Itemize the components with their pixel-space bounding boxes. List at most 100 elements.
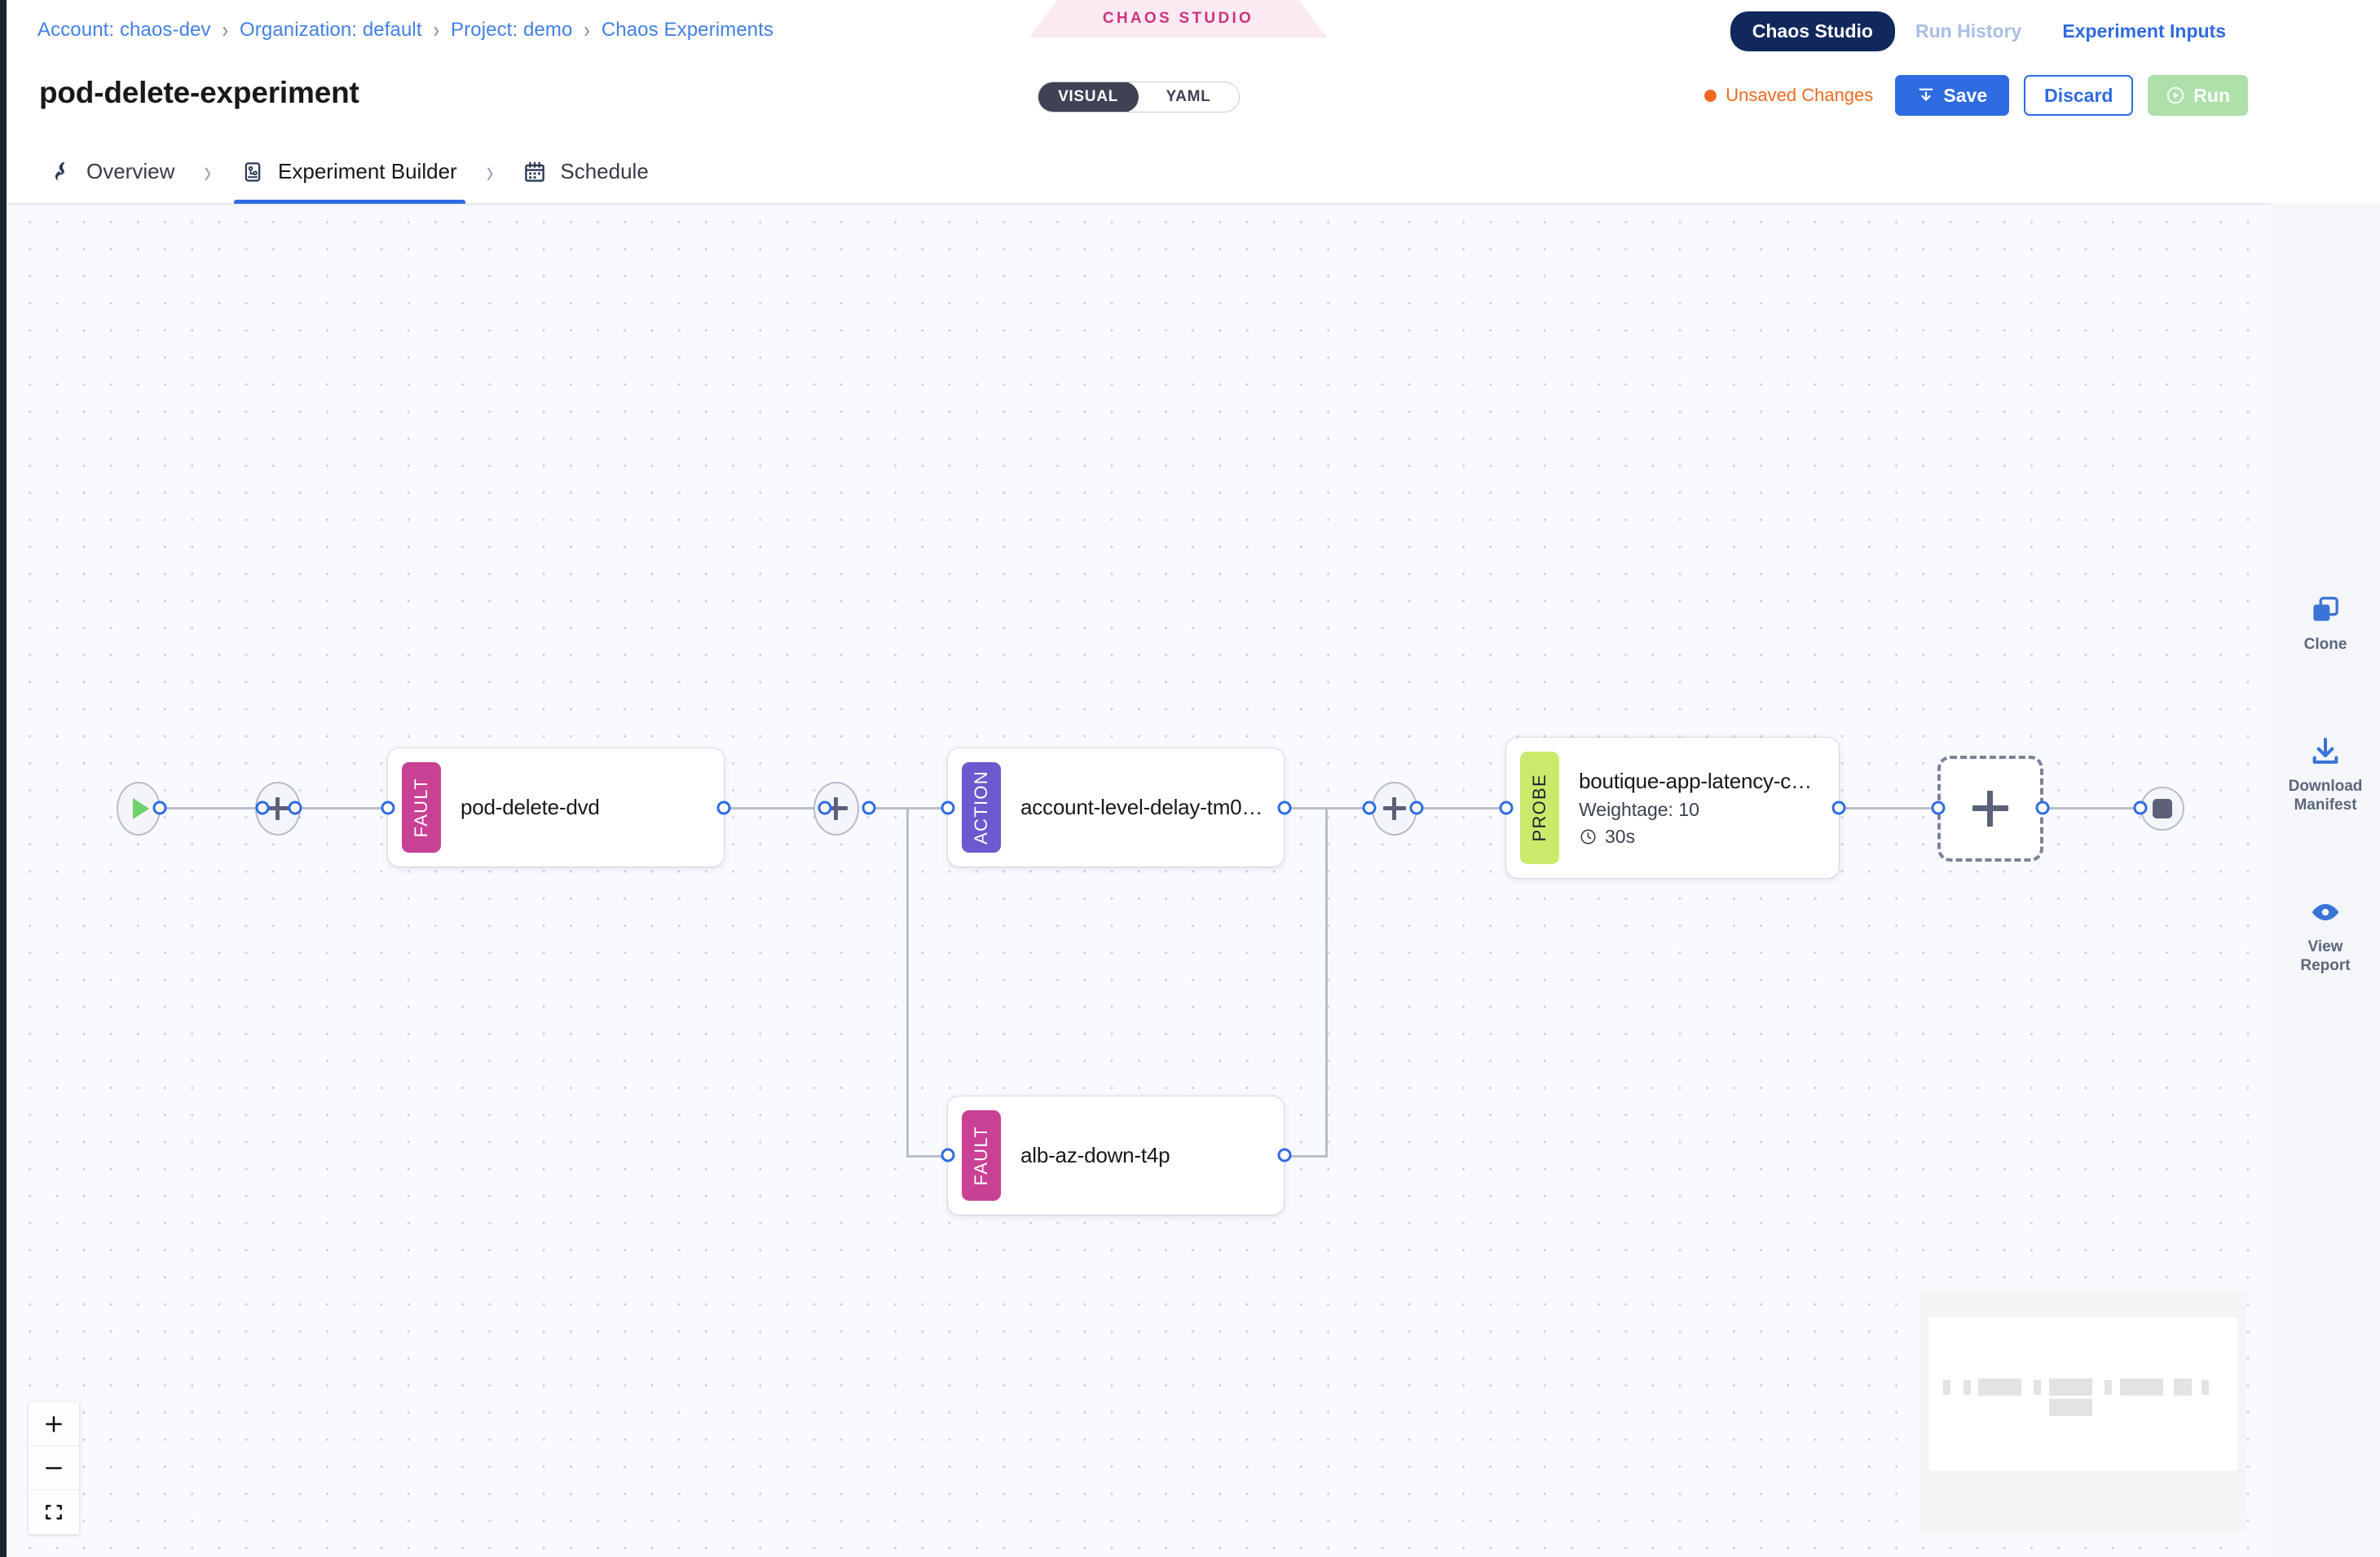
port-fault1-in[interactable] [381, 801, 395, 815]
node-type-badge-fault: FAULT [962, 1110, 1001, 1201]
port-probe-out[interactable] [1831, 801, 1846, 815]
minimap-viewport[interactable] [1929, 1317, 2237, 1471]
breadcrumb-separator: › [222, 16, 229, 42]
tab-experiment-builder-label: Experiment Builder [278, 159, 457, 183]
toggle-visual[interactable]: VISUAL [1038, 82, 1139, 112]
node-duration-label: 30s [1605, 825, 1636, 847]
tab-overview[interactable]: Overview [46, 140, 178, 204]
breadcrumb-chaos-experiments[interactable]: Chaos Experiments [601, 19, 774, 41]
clock-icon [1580, 828, 1596, 845]
node-title: boutique-app-latency-ch… [1579, 768, 1821, 793]
tab-bar: Overview › Experiment Builder › [7, 140, 2271, 204]
edge-dashed-to-end [2044, 807, 2139, 810]
tab-experiment-builder[interactable]: Experiment Builder [234, 140, 465, 204]
nav-experiment-inputs[interactable]: Experiment Inputs [2062, 20, 2226, 42]
save-button[interactable]: Save [1895, 75, 2010, 116]
port-dashed-out[interactable] [2035, 801, 2050, 815]
port-add1-out[interactable] [288, 801, 302, 815]
edge-merge-vertical [1325, 807, 1329, 1158]
breadcrumb-separator: › [433, 16, 440, 42]
node-type-label: PROBE [1529, 774, 1549, 842]
nav-chaos-studio[interactable]: Chaos Studio [1730, 11, 1895, 51]
chaos-studio-ribbon-label: CHAOS STUDIO [1102, 10, 1254, 27]
node-alb-az-down[interactable]: FAULT alb-az-down-t4p [948, 1096, 1284, 1215]
node-type-badge-action: ACTION [962, 762, 1001, 853]
page-header: Account: chaos-dev › Organization: defau… [7, 0, 2271, 140]
experiment-canvas[interactable]: FAULT pod-delete-dvd ACTION account [7, 204, 2271, 1557]
edge-merge-to-add3 [1325, 807, 1371, 810]
port-add3-in[interactable] [1362, 801, 1377, 815]
sidebar-item-view-report[interactable]: View Report [2281, 896, 2370, 975]
sidebar-item-clone[interactable]: Clone [2281, 593, 2370, 654]
fit-view-button[interactable] [29, 1490, 79, 1534]
node-title: alb-az-down-t4p [1020, 1143, 1170, 1167]
plus-icon [1383, 797, 1406, 820]
port-action-out[interactable] [1277, 801, 1292, 815]
minimap-node [2034, 1380, 2041, 1395]
toggle-yaml[interactable]: YAML [1166, 88, 1211, 105]
run-button-label: Run [2193, 84, 2230, 106]
minimap[interactable] [1920, 1290, 2246, 1533]
port-end-in[interactable] [2133, 801, 2148, 815]
breadcrumb-separator: › [584, 16, 590, 42]
unsaved-dot-icon [1704, 89, 1717, 102]
port-action-in[interactable] [941, 801, 955, 815]
end-node[interactable] [2140, 787, 2184, 831]
sidebar-item-download-manifest[interactable]: Download Manifest [2281, 735, 2370, 814]
node-body: boutique-app-latency-ch… Weightage: 10 3… [1559, 738, 1839, 878]
port-start-out[interactable] [152, 801, 167, 815]
calendar-icon [525, 161, 545, 182]
node-account-level-delay[interactable]: ACTION account-level-delay-tm0… [948, 748, 1284, 867]
node-pod-delete-dvd[interactable]: FAULT pod-delete-dvd [388, 748, 724, 867]
add-step-placeholder-node[interactable] [1937, 756, 2043, 862]
port-fault2-out[interactable] [1277, 1148, 1292, 1162]
play-icon [132, 798, 149, 819]
breadcrumb: Account: chaos-dev › Organization: defau… [37, 19, 774, 42]
port-add1-in[interactable] [255, 801, 270, 815]
minimap-node [2049, 1399, 2092, 1416]
port-add2-in[interactable] [818, 801, 832, 815]
visual-yaml-toggle[interactable]: VISUAL YAML [1038, 82, 1240, 112]
zoom-controls [29, 1402, 79, 1534]
zoom-in-button[interactable] [29, 1402, 79, 1446]
chaos-studio-ribbon: CHAOS STUDIO [1029, 0, 1327, 37]
breadcrumb-organization[interactable]: Organization: default [240, 19, 422, 41]
tab-schedule-label: Schedule [560, 159, 649, 183]
edge-fault1-to-add2 [722, 807, 825, 810]
minimap-node [2202, 1380, 2209, 1395]
minimap-node [2105, 1380, 2112, 1395]
node-type-label: FAULT [971, 1125, 991, 1186]
discard-button[interactable]: Discard [2024, 75, 2134, 116]
unsaved-changes-indicator: Unsaved Changes [1704, 85, 1873, 106]
edge-start-to-add1 [158, 807, 262, 810]
eye-icon [2312, 904, 2339, 921]
tab-separator: › [204, 152, 212, 190]
port-fault1-out[interactable] [716, 801, 731, 815]
breadcrumb-account[interactable]: Account: chaos-dev [37, 19, 211, 41]
node-type-label: FAULT [411, 777, 431, 838]
port-fault2-in[interactable] [941, 1148, 955, 1162]
breadcrumb-project[interactable]: Project: demo [451, 19, 573, 41]
node-duration: 30s [1579, 826, 1821, 848]
download-icon [2312, 738, 2338, 765]
port-add2-out[interactable] [862, 801, 876, 815]
port-add3-out[interactable] [1409, 801, 1424, 815]
minimap-node [1964, 1380, 1971, 1395]
edge-add3-to-probe [1415, 807, 1506, 810]
minimap-node [1978, 1378, 2021, 1396]
clone-icon [2313, 597, 2338, 621]
tab-schedule[interactable]: Schedule [519, 140, 651, 204]
port-probe-in[interactable] [1499, 801, 1514, 815]
canvas-top-shadow [7, 204, 2271, 206]
node-boutique-app-latency[interactable]: PROBE boutique-app-latency-ch… Weightage… [1506, 738, 1839, 878]
run-button[interactable]: Run [2148, 75, 2248, 116]
tab-overview-label: Overview [86, 159, 175, 183]
zoom-out-button[interactable] [29, 1446, 79, 1490]
port-dashed-in[interactable] [1931, 801, 1946, 815]
nav-run-history[interactable]: Run History [1915, 20, 2022, 42]
minus-icon [46, 1467, 62, 1469]
plus-icon [46, 1415, 62, 1432]
node-title: pod-delete-dvd [461, 795, 600, 819]
unsaved-changes-label: Unsaved Changes [1726, 85, 1874, 105]
node-body: pod-delete-dvd [441, 748, 724, 867]
